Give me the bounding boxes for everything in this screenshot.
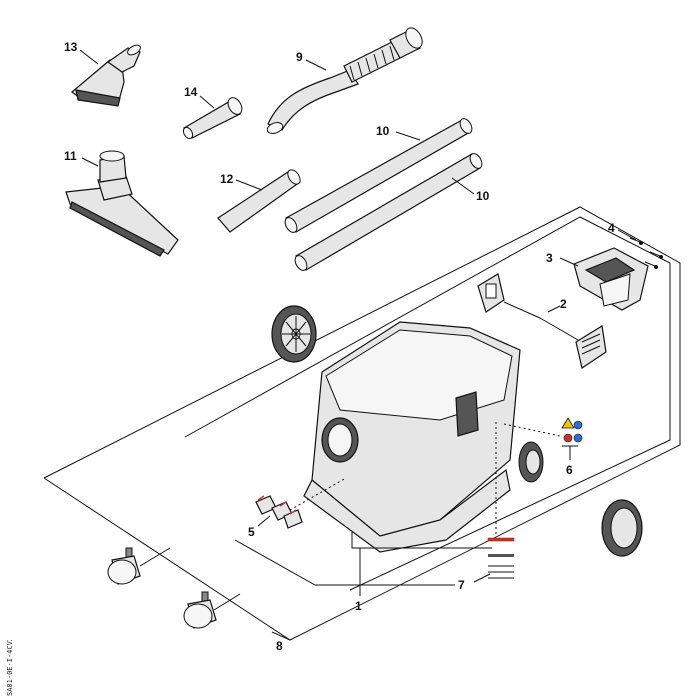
part-7-seals bbox=[487, 537, 515, 579]
part-9-suction-hose bbox=[266, 27, 423, 134]
part-2-latch-top bbox=[477, 273, 505, 313]
callout-9: 9 bbox=[296, 50, 303, 64]
castor-wheel-upper bbox=[107, 547, 141, 585]
callout-5: 5 bbox=[248, 525, 255, 539]
callout-14: 14 bbox=[184, 85, 198, 99]
callout-4: 4 bbox=[608, 221, 615, 235]
callout-6: 6 bbox=[566, 463, 573, 477]
rear-wheel-right bbox=[601, 499, 643, 557]
assembly-frame-lines bbox=[43, 206, 681, 641]
callout-8: 8 bbox=[276, 639, 283, 653]
callout-3: 3 bbox=[546, 251, 553, 265]
part-2-latch-bottom bbox=[575, 325, 607, 369]
castor-wheel-lower bbox=[183, 591, 217, 629]
part-10-extension-tube-a bbox=[284, 118, 473, 233]
callout-12: 12 bbox=[220, 172, 234, 186]
part-14-adapter bbox=[182, 97, 243, 140]
part-3-handle-bracket bbox=[573, 247, 649, 311]
part-5-filter-clips bbox=[255, 495, 303, 529]
part-12-crevice-tool bbox=[217, 169, 301, 233]
part-11-floor-nozzle bbox=[65, 150, 179, 257]
callout-2: 2 bbox=[560, 297, 567, 311]
callout-10-top: 10 bbox=[376, 124, 390, 138]
callout-10-bottom: 10 bbox=[476, 189, 490, 203]
svg-text:SA01-0E-I-4CV2: SA01-0E-I-4CV2 bbox=[6, 640, 14, 696]
callout-13: 13 bbox=[64, 40, 78, 54]
callout-7: 7 bbox=[458, 578, 465, 592]
part-4-screws bbox=[629, 237, 663, 269]
part-1-container-body bbox=[303, 321, 544, 553]
rear-wheel-left bbox=[271, 305, 317, 363]
drawing-code: SA01-0E-I-4CV2 bbox=[6, 640, 14, 696]
callout-11: 11 bbox=[64, 149, 77, 163]
callout-1: 1 bbox=[355, 599, 362, 613]
part-6-warning-labels bbox=[561, 417, 583, 443]
part-13-upholstery-nozzle bbox=[71, 44, 141, 107]
dotted-leaders bbox=[289, 422, 561, 536]
part-10-extension-tube-b bbox=[294, 153, 483, 271]
